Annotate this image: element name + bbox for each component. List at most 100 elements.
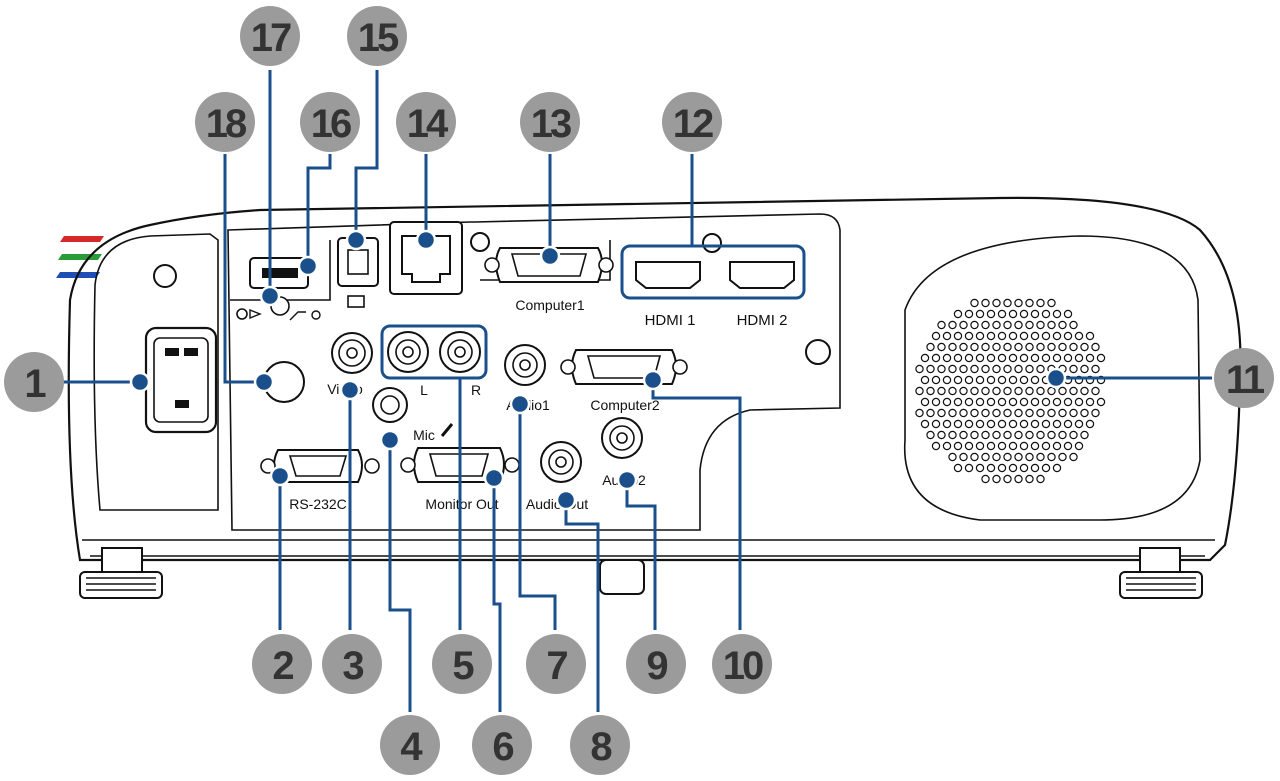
speaker-hole	[975, 331, 985, 341]
speaker-hole	[1025, 364, 1034, 374]
speaker-hole	[1080, 408, 1089, 418]
label-r: R	[471, 382, 481, 398]
speaker-hole	[926, 430, 935, 440]
speaker-hole	[1047, 320, 1056, 330]
speaker-hole	[937, 408, 946, 418]
speaker-hole	[1091, 342, 1100, 352]
speaker-hole	[1019, 331, 1029, 341]
speaker-hole	[931, 353, 941, 363]
speaker-hole	[1047, 430, 1056, 440]
speaker-hole	[1047, 298, 1056, 308]
rs232c-port: RS-232C	[260, 449, 380, 512]
speaker-hole	[1019, 353, 1029, 363]
callout-number: 6	[492, 725, 513, 769]
speaker-hole	[937, 320, 946, 330]
speaker-hole	[992, 364, 1001, 374]
speaker-hole	[1047, 342, 1056, 352]
speaker-hole	[1085, 419, 1095, 429]
callout-9: 9	[626, 634, 686, 694]
speaker-hole	[1063, 441, 1073, 451]
speaker-hole	[1036, 430, 1045, 440]
callout-number: 2	[272, 644, 293, 688]
speaker-hole	[1030, 309, 1040, 319]
speaker-hole	[1080, 342, 1089, 352]
speaker-hole	[1014, 474, 1023, 484]
speaker-hole	[915, 364, 924, 374]
speaker-hole	[959, 430, 968, 440]
speaker-hole	[953, 309, 963, 319]
speaker-hole	[981, 298, 990, 308]
speaker-hole	[1058, 452, 1067, 462]
callout-18: 18	[195, 92, 255, 152]
speaker-hole	[992, 408, 1001, 418]
callout-number: 18	[206, 102, 247, 146]
speaker-hole	[1041, 331, 1051, 341]
label-monitor-out: Monitor Out	[425, 496, 498, 512]
speaker-hole	[942, 353, 952, 363]
callout-dot-10	[642, 369, 664, 391]
speaker-hole	[1030, 419, 1040, 429]
speaker-hole	[942, 375, 952, 385]
mic-icon	[440, 423, 454, 437]
speaker-hole	[1069, 452, 1078, 462]
speaker-hole	[986, 397, 996, 407]
label-computer2: Computer2	[590, 397, 659, 413]
callout-1: 1	[4, 352, 64, 412]
leader-dots	[129, 229, 1067, 511]
speaker-hole	[948, 364, 957, 374]
computer2-vga-port: Computer2	[560, 349, 688, 413]
speaker-hole	[959, 364, 968, 374]
speaker-hole	[1036, 298, 1045, 308]
speaker-hole	[1025, 474, 1034, 484]
speaker-hole	[981, 364, 990, 374]
callout-number: 10	[723, 644, 763, 688]
speaker-hole	[1052, 331, 1062, 341]
speaker-hole	[964, 419, 974, 429]
speaker-hole	[1041, 441, 1051, 451]
speaker-hole	[1063, 309, 1073, 319]
callout-dot-14	[415, 229, 437, 251]
speaker-hole	[1025, 408, 1034, 418]
callout-dot-6	[483, 467, 505, 489]
speaker-hole	[970, 298, 979, 308]
speaker-hole	[981, 452, 990, 462]
speaker-hole	[992, 320, 1001, 330]
callout-13: 13	[520, 92, 580, 152]
speaker-hole	[931, 331, 941, 341]
callout-15: 15	[347, 6, 407, 66]
speaker-hole	[1030, 331, 1040, 341]
label-mic: Mic	[413, 427, 435, 443]
speaker-hole	[992, 386, 1001, 396]
speaker-hole	[1003, 364, 1012, 374]
speaker-hole	[1069, 342, 1078, 352]
label-computer1: Computer1	[515, 297, 584, 313]
screw-icon	[470, 232, 490, 252]
speaker-hole	[986, 309, 996, 319]
speaker-hole	[970, 320, 979, 330]
callout-dot-13	[539, 245, 561, 267]
callout-dot-4	[379, 429, 401, 451]
speaker-hole	[986, 331, 996, 341]
callout-2: 2	[252, 634, 312, 694]
speaker-hole	[975, 375, 985, 385]
callout-number: 16	[311, 102, 351, 146]
speaker-hole	[948, 452, 957, 462]
audio-lr-jacks-group: L R	[380, 324, 488, 398]
speaker-hole	[1030, 441, 1040, 451]
callout-5: 5	[432, 634, 492, 694]
speaker-hole	[1063, 397, 1073, 407]
speaker-hole	[1025, 452, 1034, 462]
speaker-hole	[1085, 375, 1095, 385]
leader-lines	[60, 70, 1212, 712]
callout-dot-18	[253, 371, 275, 393]
speaker-hole	[1036, 452, 1045, 462]
speaker-hole	[981, 474, 990, 484]
callout-dot-8	[555, 489, 577, 511]
speaker-hole	[1003, 408, 1012, 418]
label-hdmi2: HDMI 2	[737, 312, 788, 329]
mic-jack: Mic	[372, 387, 454, 443]
screw-icon	[153, 264, 177, 288]
speaker-hole	[1069, 320, 1078, 330]
speaker-hole	[986, 441, 996, 451]
speaker-hole	[953, 331, 963, 341]
